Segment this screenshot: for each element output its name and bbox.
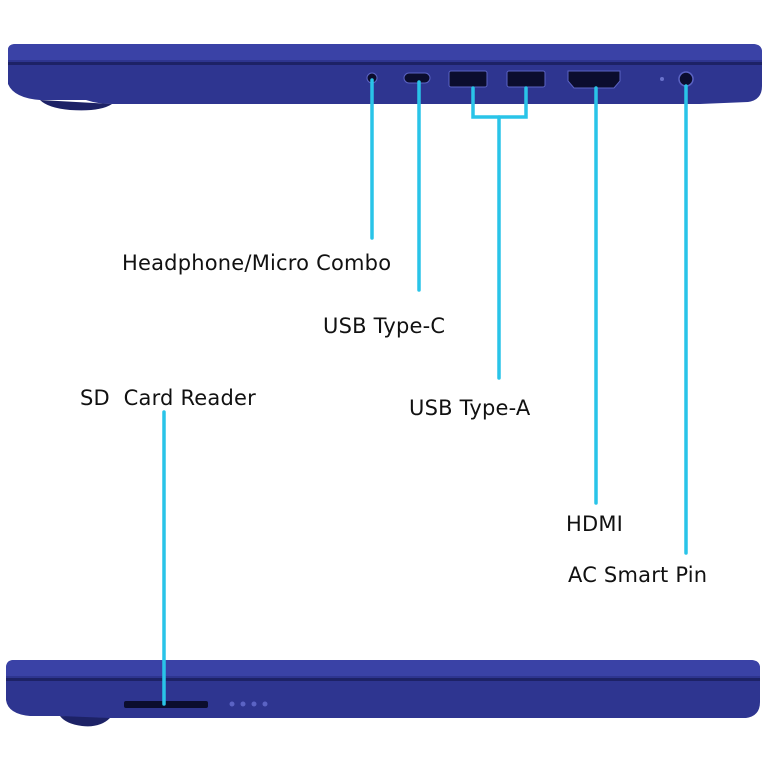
laptop-right-side <box>8 44 762 111</box>
usb-a-port-icon <box>506 70 546 88</box>
indicator-dot-icon <box>251 701 257 707</box>
laptop-foot-bottom <box>60 716 110 727</box>
laptop-lid-top <box>8 44 762 60</box>
usb-c-label: USB Type-C <box>323 314 446 338</box>
indicator-dot-icon <box>262 701 268 707</box>
sd-reader-label: SD Card Reader <box>80 386 256 410</box>
laptop-lid-bottom <box>6 660 760 676</box>
hdmi-port-icon <box>567 70 621 89</box>
usb-a-port-icon <box>448 70 488 88</box>
hdmi-label: HDMI <box>566 512 624 536</box>
sd-slot-icon <box>124 701 208 708</box>
usb-a-label: USB Type-A <box>409 396 531 420</box>
laptop-left-side <box>6 660 760 727</box>
headphone-label: Headphone/Micro Combo <box>122 251 392 275</box>
laptop-foot-top <box>40 100 112 111</box>
indicator-dot-icon <box>240 701 246 707</box>
power-jack-icon <box>678 71 694 87</box>
usb-c-port-icon <box>403 72 431 84</box>
indicator-dot-icon <box>229 701 235 707</box>
callout-lines <box>162 78 688 706</box>
laptop-seam-top <box>8 62 762 65</box>
ac-pin-label: AC Smart Pin <box>568 563 708 587</box>
led-indicator-icon <box>660 77 664 81</box>
laptop-seam-bottom <box>6 678 760 681</box>
